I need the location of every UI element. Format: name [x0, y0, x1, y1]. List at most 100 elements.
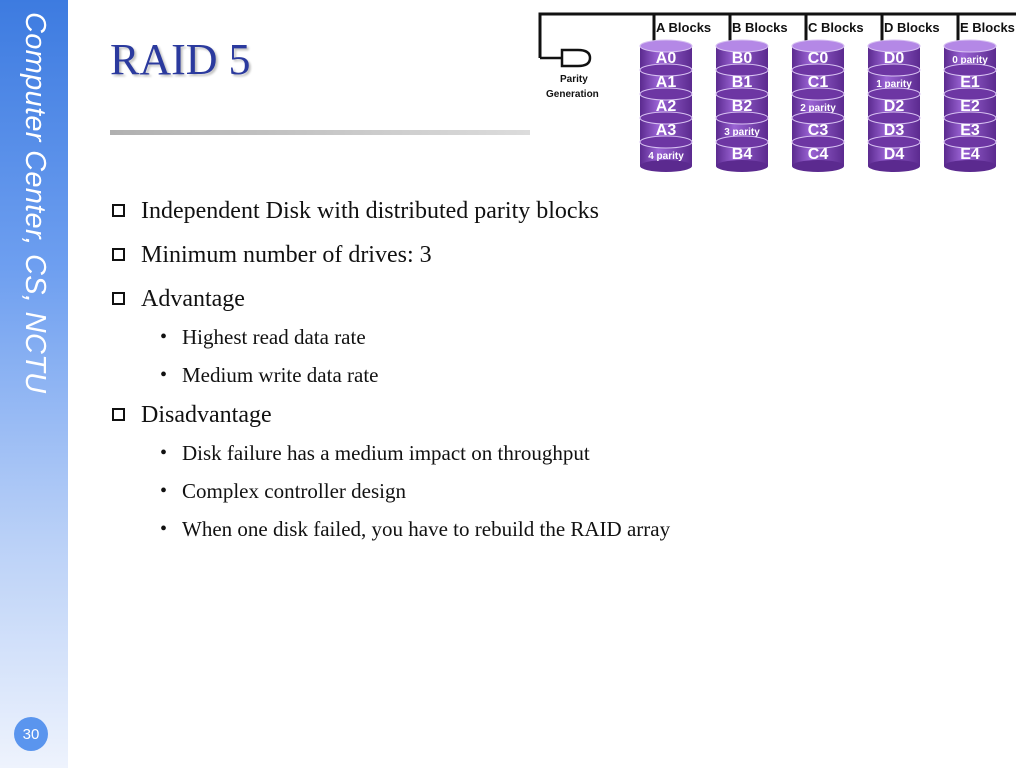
disk-header-label: E Blocks [960, 20, 1015, 35]
disk-block-ring [639, 111, 693, 125]
sidebar-banner: Computer Center, CS, NCTU 30 [0, 0, 68, 768]
disk-block-label: 0 parity [952, 55, 988, 66]
disk-block-label: B2 [732, 98, 753, 115]
disk-block-ring [867, 87, 921, 101]
disk-block-ring [715, 63, 769, 77]
disk-block-ring [943, 87, 997, 101]
disk-header-label: A Blocks [656, 20, 711, 35]
dot-bullet-icon: • [160, 480, 168, 502]
disk-block-label: C4 [808, 146, 829, 163]
sub-list-item-text: Disk failure has a medium impact on thro… [182, 441, 590, 465]
sub-list-item: • Medium write data rate [160, 362, 992, 388]
disk-block-label: 3 parity [724, 127, 760, 138]
disk-block-ring [791, 135, 845, 149]
disk-block-label: E2 [960, 98, 980, 115]
disk-block-ring [639, 87, 693, 101]
disk-block-label: E1 [960, 74, 980, 91]
list-item: Minimum number of drives: 3 [112, 240, 992, 270]
parity-gate-shape [540, 48, 592, 68]
disk-bottom [944, 160, 996, 172]
disk-block-label: B4 [732, 146, 753, 163]
disk-block-label: C1 [808, 74, 829, 91]
disk-block-ring [715, 39, 769, 53]
disk-bottom [792, 160, 844, 172]
disk-block-label: 1 parity [876, 79, 912, 90]
disk-block-ring [791, 111, 845, 125]
checkbox-bullet-icon [112, 204, 125, 217]
sub-list-item: • Disk failure has a medium impact on thr… [160, 440, 992, 466]
sub-list-item: • Highest read data rate [160, 324, 992, 350]
sub-list-item-text: Complex controller design [182, 479, 406, 503]
title-divider [110, 130, 530, 135]
disk-block-label: B1 [732, 74, 753, 91]
list-item-text: Advantage [141, 286, 245, 312]
disk-block-label: A1 [656, 74, 677, 91]
list-item-text: Disadvantage [141, 402, 272, 428]
disk-block-ring [791, 87, 845, 101]
disk-block-ring [639, 135, 693, 149]
disk-block-ring [639, 63, 693, 77]
disk-block-ring [943, 39, 997, 53]
checkbox-bullet-icon [112, 408, 125, 421]
sidebar-caption: Computer Center, CS, NCTU [19, 12, 51, 394]
parity-label-2: Generation [546, 89, 599, 100]
dot-bullet-icon: • [160, 364, 168, 386]
disk-block-label: A0 [656, 50, 677, 67]
disk-header-label: D Blocks [884, 20, 940, 35]
disk-block-ring [867, 135, 921, 149]
sub-list-item-text: Highest read data rate [182, 325, 366, 349]
disk-header-label: B Blocks [732, 20, 788, 35]
disk-block-label: D0 [884, 50, 905, 67]
disk-block-ring [943, 111, 997, 125]
disk-block-ring [867, 111, 921, 125]
parity-label-1: Parity [560, 74, 588, 85]
disk-block-label: A2 [656, 98, 677, 115]
disk-block-label: A3 [656, 122, 677, 139]
checkbox-bullet-icon [112, 248, 125, 261]
disk-block-label: 2 parity [800, 103, 836, 114]
sub-list-item-text: Medium write data rate [182, 363, 379, 387]
disk-block-label: E4 [960, 146, 980, 163]
sub-list-item-text: When one disk failed, you have to rebuil… [182, 517, 671, 541]
sub-list-item: • Complex controller design [160, 478, 992, 504]
disk-block-ring [639, 39, 693, 53]
list-item-text: Independent Disk with distributed parity… [141, 198, 599, 224]
disk-block-label: D2 [884, 98, 905, 115]
page-title: RAID 5 [110, 35, 251, 84]
disk-block-label: B0 [732, 50, 753, 67]
list-item: Disadvantage [112, 400, 992, 430]
bullet-list: Independent Disk with distributed parity… [112, 196, 992, 554]
dot-bullet-icon: • [160, 326, 168, 348]
list-item: Advantage [112, 284, 992, 314]
disk-block-label: 4 parity [648, 151, 684, 162]
page-number-badge: 30 [14, 717, 48, 751]
disk-block-label: C0 [808, 50, 829, 67]
disk-block-label: D3 [884, 122, 905, 139]
dot-bullet-icon: • [160, 518, 168, 540]
disk-bottom [640, 160, 692, 172]
disk-block-label: D4 [884, 146, 905, 163]
dot-bullet-icon: • [160, 442, 168, 464]
disk-block-ring [715, 135, 769, 149]
list-item-text: Minimum number of drives: 3 [141, 242, 432, 268]
disk-block-ring [867, 39, 921, 53]
disk-block-ring [791, 39, 845, 53]
disk-block-ring [943, 63, 997, 77]
disk-block-ring [715, 87, 769, 101]
disk-block-label: E3 [960, 122, 980, 139]
disk-bottom [716, 160, 768, 172]
disk-block-ring [867, 63, 921, 77]
disk-block-ring [791, 63, 845, 77]
sub-list-item: • When one disk failed, you have to rebui… [160, 516, 992, 542]
disk-bottom [868, 160, 920, 172]
disk-block-ring [943, 135, 997, 149]
disk-block-label: C3 [808, 122, 829, 139]
disk-block-ring [715, 111, 769, 125]
data-bus-line [538, 12, 1016, 58]
